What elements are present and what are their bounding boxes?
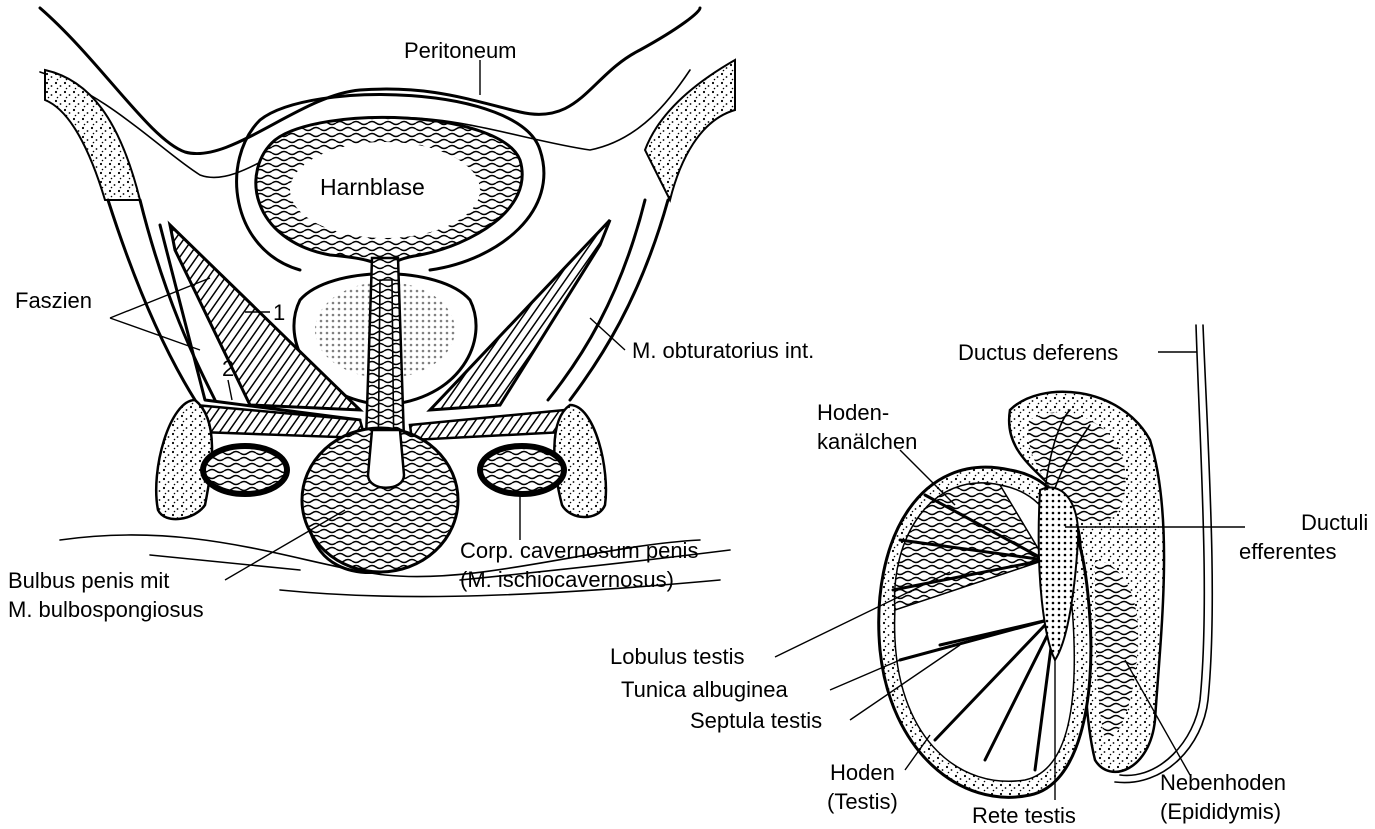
label-nebenhoden-line2: (Epididymis) bbox=[1160, 799, 1281, 824]
label-tunica: Tunica albuginea bbox=[621, 677, 789, 702]
pelvis-section bbox=[40, 8, 735, 597]
left-corpus-cavernosum bbox=[203, 446, 287, 494]
label-bulbus-line1: Bulbus penis mit bbox=[8, 568, 169, 593]
label-rete: Rete testis bbox=[972, 803, 1076, 828]
right-pelvic-bone bbox=[645, 60, 735, 200]
testis-section bbox=[775, 325, 1245, 800]
label-num-2: 2 bbox=[222, 356, 234, 381]
label-num-1: 1 bbox=[273, 300, 285, 325]
label-septula: Septula testis bbox=[690, 708, 822, 733]
right-corpus-cavernosum bbox=[480, 446, 564, 494]
label-ductuli-line2: efferentes bbox=[1239, 539, 1336, 564]
label-hoden-testis-line1: Hoden bbox=[830, 760, 895, 785]
label-bulbus-line2: M. bulbospongiosus bbox=[8, 597, 204, 622]
label-faszien: Faszien bbox=[15, 288, 92, 313]
label-hoden-line2: kanälchen bbox=[817, 429, 917, 454]
right-diaphragm bbox=[410, 410, 565, 440]
label-hoden-line1: Hoden- bbox=[817, 400, 889, 425]
label-harnblase: Harnblase bbox=[320, 174, 425, 200]
label-nebenhoden-line1: Nebenhoden bbox=[1160, 770, 1286, 795]
label-obturatorius: M. obturatorius int. bbox=[632, 338, 814, 363]
label-ductus-deferens: Ductus deferens bbox=[958, 340, 1118, 365]
label-lobulus: Lobulus testis bbox=[610, 644, 745, 669]
urethra-bulb bbox=[368, 430, 404, 488]
label-corp-line2: (M. ischiocavernosus) bbox=[460, 567, 674, 592]
label-hoden-testis-line2: (Testis) bbox=[827, 789, 898, 814]
label-peritoneum: Peritoneum bbox=[404, 38, 517, 63]
label-corp-line1: Corp. cavernosum penis bbox=[460, 538, 698, 563]
left-pelvic-bone bbox=[45, 70, 140, 200]
label-ductuli-line1: Ductuli bbox=[1301, 510, 1368, 535]
